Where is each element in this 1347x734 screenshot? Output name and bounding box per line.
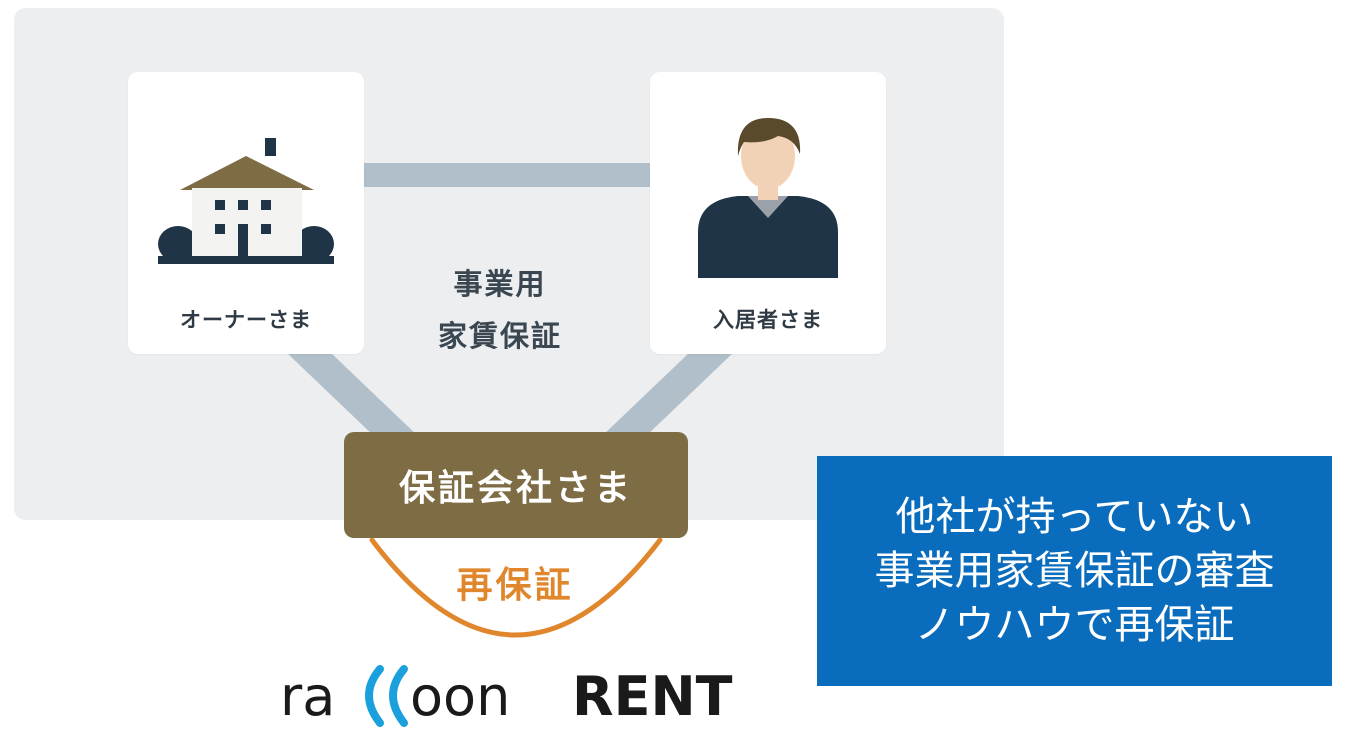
guarantor-box: 保証会社さま	[344, 432, 688, 538]
tenant-card: 入居者さま	[650, 72, 886, 354]
raccoon-rent-logo: ra oon RENT	[280, 665, 733, 728]
reguarantee-arc	[369, 537, 663, 638]
horizontal-connector	[364, 163, 652, 187]
reguarantee-label: 再保証	[456, 565, 574, 606]
center-label-line1: 事業用	[453, 267, 547, 301]
center-label: 事業用 家賃保証	[400, 258, 600, 362]
callout-line3: ノウハウで再保証	[914, 602, 1235, 648]
center-label-line2: 家賃保証	[437, 319, 562, 353]
person-icon	[698, 118, 838, 278]
owner-label: オーナーさま	[180, 308, 312, 332]
right-diagonal-connector	[600, 352, 734, 438]
house-icon	[158, 138, 334, 264]
svg-text:ra: ra	[280, 665, 335, 728]
callout-line1: 他社が持っていない	[895, 494, 1254, 540]
callout-line2: 事業用家賃保証の審査	[874, 548, 1275, 594]
tenant-label: 入居者さま	[713, 308, 823, 332]
owner-card: オーナーさま	[128, 72, 364, 354]
svg-text:oon: oon	[410, 665, 510, 728]
guarantor-label: 保証会社さま	[398, 468, 633, 509]
left-diagonal-connector	[286, 352, 420, 438]
svg-text:RENT: RENT	[572, 665, 733, 728]
callout-box: 他社が持っていない 事業用家賃保証の審査 ノウハウで再保証	[817, 456, 1332, 686]
